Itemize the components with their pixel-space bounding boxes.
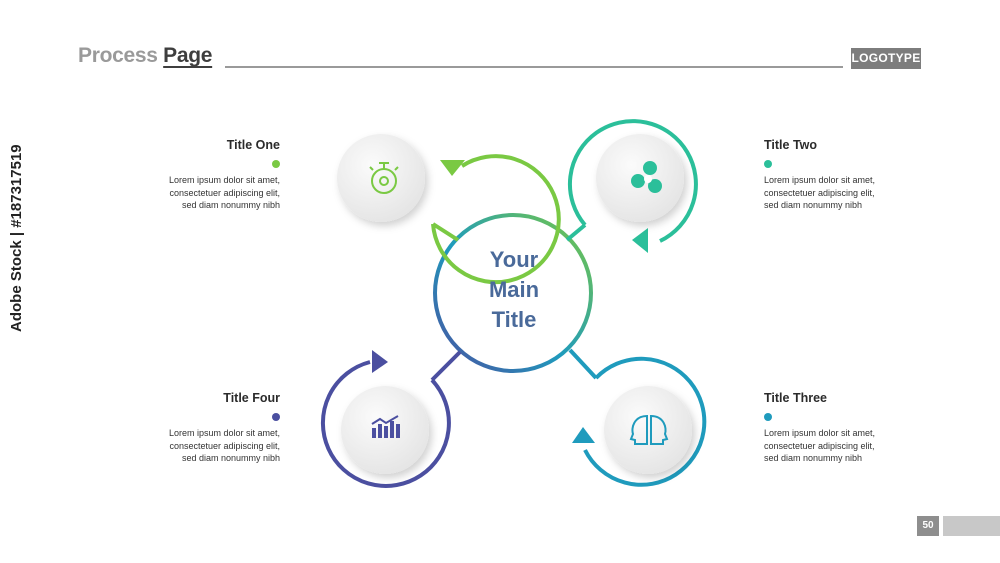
center-title-line-3: Title [491, 307, 537, 332]
connector-three [568, 348, 598, 380]
step-two-body: Lorem ipsum dolor sit amet, consectetuer… [764, 175, 876, 210]
center-title-line-1: Your [489, 247, 539, 272]
center-title: Your Main Title [444, 245, 584, 335]
ring-two [567, 119, 698, 243]
ring-one [431, 154, 561, 285]
step-four-title: Title Four [223, 391, 280, 405]
center-title-line-2: Main [488, 277, 540, 302]
two-heads-icon [629, 414, 669, 445]
step-three: Title Three Lorem ipsum dolor sit amet, … [764, 391, 914, 465]
step-two-title: Title Two [764, 138, 818, 152]
header-divider [225, 66, 843, 68]
step-three-dot [764, 413, 772, 421]
arrow-four [372, 350, 388, 373]
center-ring [433, 213, 593, 373]
connector-one [431, 222, 460, 242]
logotype-badge: LOGOTYPE [851, 48, 921, 69]
step-four: Title Four Lorem ipsum dolor sit amet, c… [130, 391, 280, 465]
step-one-body: Lorem ipsum dolor sit amet, consectetuer… [168, 175, 280, 210]
bar-chart-icon [371, 415, 400, 438]
arrow-one [440, 160, 465, 176]
step-three-body: Lorem ipsum dolor sit amet, consectetuer… [764, 428, 876, 463]
stock-watermark: Adobe Stock | #187317519 [8, 144, 25, 332]
step-two: Title Two Lorem ipsum dolor sit amet, co… [764, 138, 914, 212]
step-four-dot [272, 413, 280, 421]
arrow-two [632, 228, 648, 253]
step-three-title: Title Three [764, 391, 827, 405]
page-number: 50 [917, 516, 939, 536]
step-one-dot [272, 160, 280, 168]
stopwatch-icon [369, 162, 399, 194]
arrow-three [572, 427, 595, 443]
step-two-dot [764, 160, 772, 168]
header-title-light: Process [78, 44, 158, 67]
header-title: Process Page [78, 44, 212, 68]
ring-three [583, 356, 707, 487]
step-four-body: Lorem ipsum dolor sit amet, consectetuer… [168, 428, 280, 463]
step-one: Title One Lorem ipsum dolor sit amet, co… [130, 138, 280, 212]
header-title-bold: Page [163, 44, 213, 67]
ring-four [320, 360, 451, 488]
connector-two [565, 223, 587, 242]
connector-four [430, 350, 462, 382]
page-number-bar [943, 516, 1000, 536]
chat-bubbles-icon [631, 161, 662, 193]
step-one-title: Title One [226, 138, 280, 152]
